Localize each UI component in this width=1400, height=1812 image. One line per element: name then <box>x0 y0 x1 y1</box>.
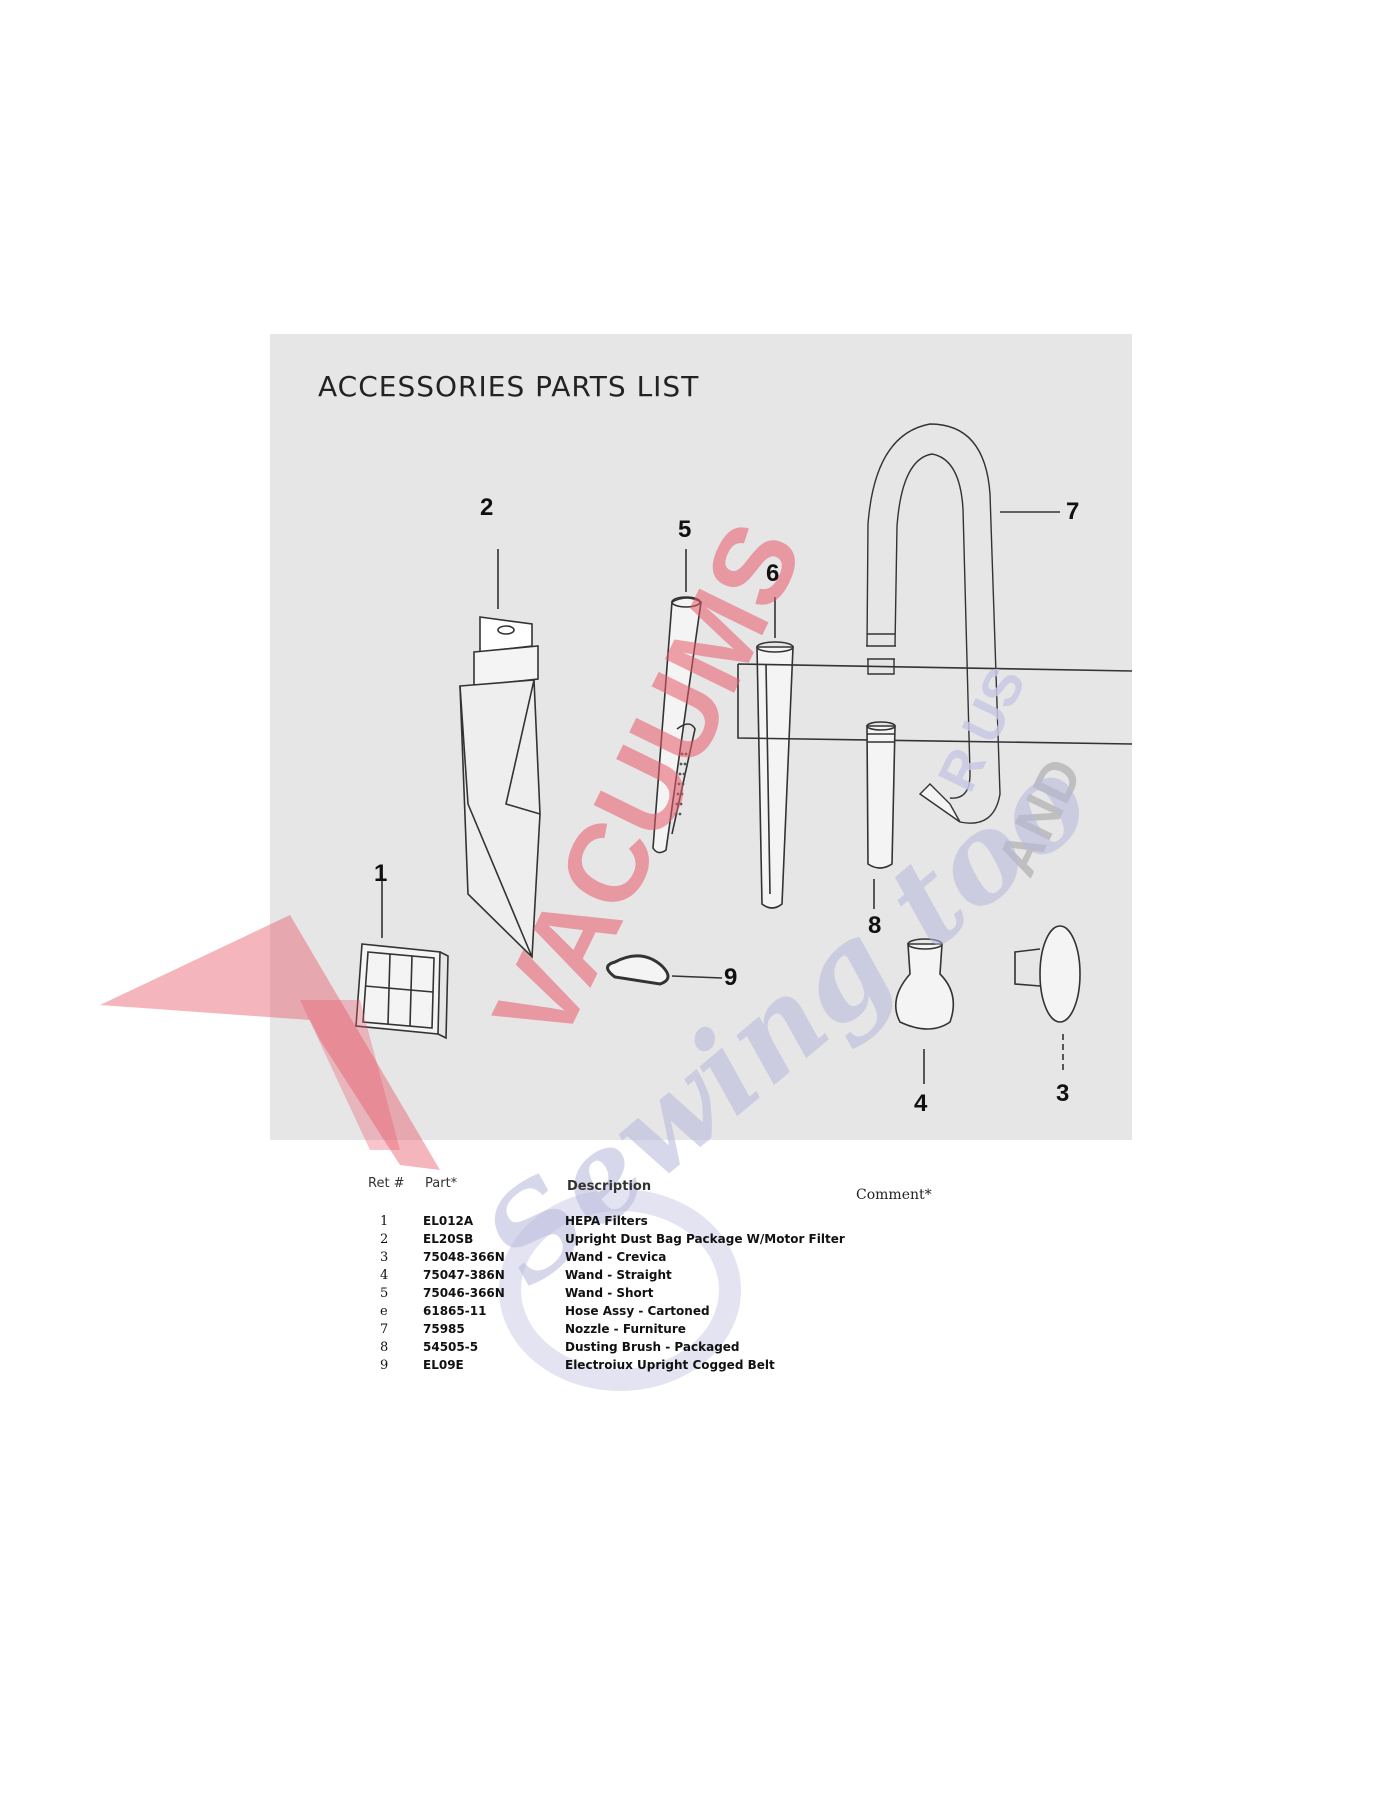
description-cell: HEPA Filters <box>565 1214 648 1228</box>
header-ref: Ret # <box>368 1176 405 1191</box>
ref-cell: 3 <box>380 1250 389 1265</box>
header-part: Part* <box>425 1176 458 1191</box>
table-row: e 61865-11 Hose Assy - Cartoned <box>360 1304 960 1322</box>
table-row: 2 EL20SB Upright Dust Bag Package W/Moto… <box>360 1232 960 1250</box>
dusting-brush-drawing <box>866 721 896 869</box>
ref-cell: 8 <box>380 1340 389 1355</box>
hose-drawing <box>866 423 1001 824</box>
parts-diagram: ACCESSORIES PARTS LIST 2 5 6 7 8 1 9 4 3 <box>270 334 1132 1140</box>
callout-6: 6 <box>766 560 780 587</box>
table-row: 8 54505-5 Dusting Brush - Packaged <box>360 1340 960 1358</box>
header-description: Description <box>567 1179 652 1194</box>
part-cell: 54505-5 <box>423 1340 479 1354</box>
table-rows: 1 EL012A HEPA Filters 2 EL20SB Upright D… <box>360 1214 960 1376</box>
callout-9: 9 <box>724 964 738 991</box>
description-cell: Nozzle - Furniture <box>565 1322 686 1336</box>
callout-7: 7 <box>1066 498 1080 525</box>
description-cell: Upright Dust Bag Package W/Motor Filter <box>565 1232 845 1246</box>
ref-cell: 9 <box>380 1358 389 1373</box>
dust-bag-drawing <box>459 616 541 959</box>
table-row: 3 75048-366N Wand - Crevica <box>360 1250 960 1268</box>
part-cell: EL20SB <box>423 1232 474 1246</box>
header-comment: Comment* <box>856 1187 932 1203</box>
table-row: 7 75985 Nozzle - Furniture <box>360 1322 960 1340</box>
callout-5: 5 <box>678 516 692 543</box>
belt-drawing <box>606 954 670 986</box>
hepa-filter-drawing <box>355 943 449 1040</box>
description-cell: Electroiux Upright Cogged Belt <box>565 1358 775 1372</box>
part-cell: 75047-386N <box>423 1268 505 1282</box>
callout-1: 1 <box>374 860 388 887</box>
parts-illustration <box>355 423 1132 1084</box>
ref-cell: 7 <box>380 1322 389 1337</box>
callout-4: 4 <box>914 1090 928 1117</box>
description-cell: Dusting Brush - Packaged <box>565 1340 740 1354</box>
table-row: 1 EL012A HEPA Filters <box>360 1214 960 1232</box>
ref-cell: 4 <box>380 1268 389 1283</box>
part-cell: 75046-366N <box>423 1286 505 1300</box>
callout-2: 2 <box>480 494 494 521</box>
diagram-title: ACCESSORIES PARTS LIST <box>318 370 700 403</box>
description-cell: Wand - Straight <box>565 1268 672 1282</box>
callout-3: 3 <box>1056 1080 1070 1107</box>
description-cell: Wand - Crevica <box>565 1250 667 1264</box>
ref-cell: 1 <box>380 1214 389 1229</box>
ref-cell: e <box>380 1304 388 1319</box>
table-row: 4 75047-386N Wand - Straight <box>360 1268 960 1286</box>
furniture-nozzle-drawing <box>1014 925 1081 1023</box>
part-cell: EL012A <box>423 1214 474 1228</box>
upholstery-nozzle-drawing <box>894 938 955 1030</box>
part-cell: 75048-366N <box>423 1250 505 1264</box>
table-row: 9 EL09E Electroiux Upright Cogged Belt <box>360 1358 960 1376</box>
callout-8: 8 <box>868 912 882 939</box>
table-row: 5 75046-366N Wand - Short <box>360 1286 960 1304</box>
part-cell: 61865-11 <box>423 1304 487 1318</box>
part-cell: EL09E <box>423 1358 464 1372</box>
part-cell: 75985 <box>423 1322 465 1336</box>
ref-cell: 5 <box>380 1286 389 1301</box>
ref-cell: 2 <box>380 1232 389 1247</box>
straight-wand-drawing <box>756 641 794 909</box>
description-cell: Wand - Short <box>565 1286 654 1300</box>
crevice-tool-drawing <box>652 596 702 854</box>
description-cell: Hose Assy - Cartoned <box>565 1304 710 1318</box>
